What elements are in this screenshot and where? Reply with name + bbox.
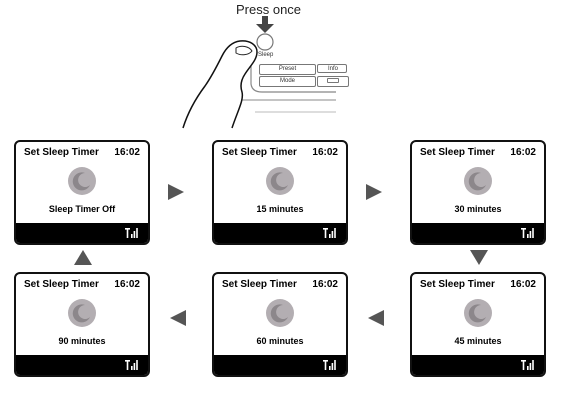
device-illustration — [182, 33, 336, 129]
screen-title: Set Sleep Timer — [420, 147, 495, 158]
screen-header: Set Sleep Timer 16:02 — [412, 274, 544, 294]
screen-footer — [214, 223, 346, 243]
arrow-right-icon — [366, 184, 382, 200]
screen-header: Set Sleep Timer 16:02 — [214, 274, 346, 294]
screen-footer — [16, 223, 148, 243]
dash-icon — [327, 77, 339, 83]
signal-icon — [125, 360, 138, 370]
screen-clock: 16:02 — [114, 279, 140, 290]
finger-icon — [182, 40, 258, 129]
signal-icon — [521, 228, 534, 238]
screen-header: Set Sleep Timer 16:02 — [412, 142, 544, 162]
signal-icon — [521, 360, 534, 370]
screen-45-minutes: Set Sleep Timer 16:02 45 minutes — [410, 272, 546, 377]
screen-30-minutes: Set Sleep Timer 16:02 30 minutes — [410, 140, 546, 245]
preset-button: Preset — [259, 64, 316, 75]
screen-header: Set Sleep Timer 16:02 — [16, 142, 148, 162]
moon-icon — [68, 167, 96, 195]
sleep-button-label: Sleep — [258, 52, 274, 58]
screen-clock: 16:02 — [312, 147, 338, 158]
screen-clock: 16:02 — [510, 279, 536, 290]
screen-60-minutes: Set Sleep Timer 16:02 60 minutes — [212, 272, 348, 377]
screen-title: Set Sleep Timer — [420, 279, 495, 290]
screen-clock: 16:02 — [312, 279, 338, 290]
timer-value: 60 minutes — [256, 336, 304, 346]
moon-icon — [68, 299, 96, 327]
screen-15-minutes: Set Sleep Timer 16:02 15 minutes — [212, 140, 348, 245]
press-once-label: Press once — [236, 2, 302, 17]
next-button — [317, 76, 349, 87]
signal-icon — [323, 228, 336, 238]
screen-footer — [16, 355, 148, 375]
screen-90-minutes: Set Sleep Timer 16:02 90 minutes — [14, 272, 150, 377]
timer-value: Sleep Timer Off — [48, 204, 116, 214]
mode-button: Mode — [259, 76, 316, 87]
timer-value: 30 minutes — [454, 204, 502, 214]
timer-value: 45 minutes — [454, 336, 502, 346]
screen-title: Set Sleep Timer — [222, 279, 297, 290]
arrow-right-icon — [168, 184, 184, 200]
signal-icon — [125, 228, 138, 238]
screen-clock: 16:02 — [510, 147, 536, 158]
moon-icon — [266, 299, 294, 327]
screen-sleep-timer-off: Set Sleep Timer 16:02 Sleep Timer Off — [14, 140, 150, 245]
screen-footer — [412, 223, 544, 243]
arrow-left-icon — [368, 310, 384, 326]
info-button: Info — [317, 64, 347, 73]
moon-icon — [266, 167, 294, 195]
moon-icon — [464, 299, 492, 327]
timer-value: 90 minutes — [58, 336, 106, 346]
screen-footer — [214, 355, 346, 375]
screen-footer — [412, 355, 544, 375]
screen-title: Set Sleep Timer — [24, 147, 99, 158]
press-down-arrow-icon — [256, 16, 274, 33]
timer-value: 15 minutes — [256, 204, 304, 214]
screen-clock: 16:02 — [114, 147, 140, 158]
screen-title: Set Sleep Timer — [24, 279, 99, 290]
screen-title: Set Sleep Timer — [222, 147, 297, 158]
moon-icon — [464, 167, 492, 195]
screen-header: Set Sleep Timer 16:02 — [214, 142, 346, 162]
screen-header: Set Sleep Timer 16:02 — [16, 274, 148, 294]
arrow-left-icon — [170, 310, 186, 326]
signal-icon — [323, 360, 336, 370]
arrow-down-icon — [470, 250, 488, 265]
arrow-up-icon — [74, 250, 92, 265]
sleep-button — [256, 33, 274, 51]
